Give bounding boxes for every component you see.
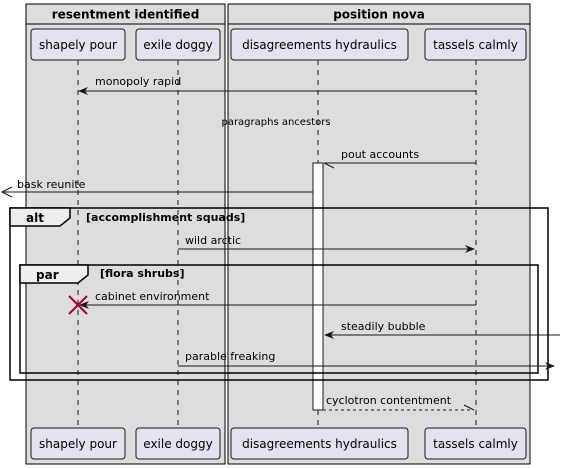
activation-bar [312, 162, 324, 411]
message-wild-arctic: wild arctic [178, 234, 475, 253]
participant-label: exile doggy [143, 437, 212, 451]
fragment-par: par [flora shrubs] [19, 264, 539, 374]
message-label: wild arctic [185, 234, 241, 247]
message-pout-accounts: pout accounts [323, 148, 476, 169]
message-parable-freaking: parable freaking [178, 350, 555, 370]
participant-label: disagreements hydraulics [242, 38, 397, 52]
message-bask-reunite: bask reunite [0, 178, 313, 198]
group-title-right: position nova [333, 8, 425, 22]
participant-label: exile doggy [143, 38, 212, 52]
message-cabinet-environment: cabinet environment [79, 290, 476, 309]
message-cyclotron-contentment: cyclotron contentment [323, 394, 475, 411]
participant-label: shapely pour [39, 38, 117, 52]
participant-label: tassels calmly [433, 437, 518, 451]
participant-exile-doggy-bottom: exile doggy [135, 427, 221, 460]
message-steadily-bubble: steadily bubble [324, 320, 560, 339]
group-box-left: resentment identified [25, 3, 226, 465]
fragment-condition: [accomplishment squads] [86, 211, 245, 224]
participant-label: disagreements hydraulics [242, 437, 397, 451]
participant-label: tassels calmly [433, 38, 518, 52]
participant-shapely-pour-top: shapely pour [30, 28, 126, 61]
fragment-condition: [flora shrubs] [100, 267, 185, 280]
message-label: bask reunite [17, 178, 86, 191]
divider-label: paragraphs ancestors [221, 117, 330, 128]
participant-disagreements-hydraulics-top: disagreements hydraulics [230, 28, 409, 61]
message-label: cyclotron contentment [326, 394, 452, 407]
destroy-icon [68, 295, 88, 315]
participant-shapely-pour-bottom: shapely pour [30, 427, 126, 460]
delay-divider: paragraphs ancestors [221, 117, 330, 128]
group-box-right: position nova [227, 3, 531, 465]
message-label: parable freaking [185, 350, 275, 363]
participant-label: shapely pour [39, 437, 117, 451]
message-label: cabinet environment [95, 290, 210, 303]
group-title-left: resentment identified [52, 8, 200, 22]
fragment-keyword: par [36, 268, 59, 282]
participant-tassels-calmly-top: tassels calmly [424, 28, 527, 61]
message-label: monopoly rapid [95, 75, 181, 88]
fragment-keyword: alt [26, 211, 44, 225]
message-monopoly-rapid: monopoly rapid [78, 75, 476, 95]
participant-tassels-calmly-bottom: tassels calmly [424, 427, 527, 460]
participant-disagreements-hydraulics-bottom: disagreements hydraulics [230, 427, 409, 460]
message-label: steadily bubble [341, 320, 426, 333]
message-label: pout accounts [341, 148, 419, 161]
participant-exile-doggy-top: exile doggy [135, 28, 221, 61]
fragment-alt: alt [accomplishment squads] [9, 207, 549, 381]
